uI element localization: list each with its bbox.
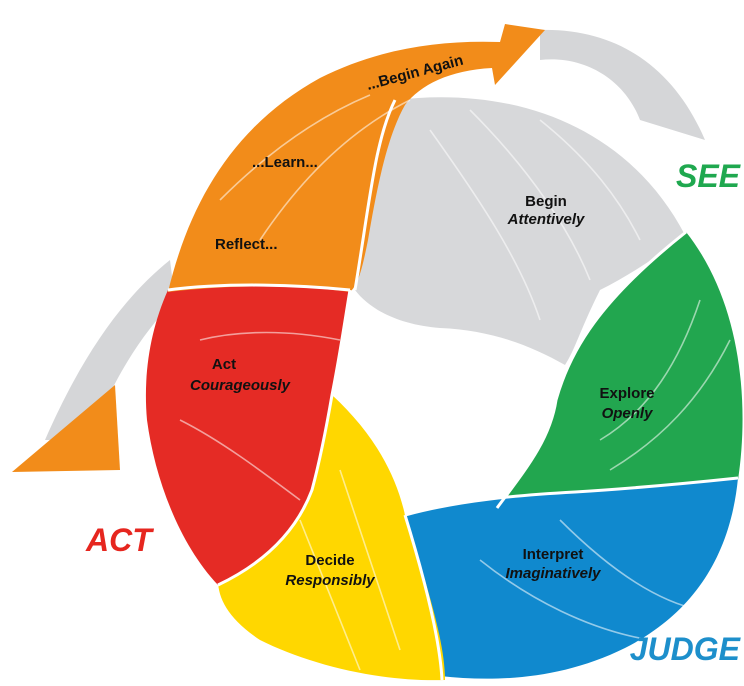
- decide-subtitle: Responsibly: [285, 572, 375, 589]
- left-arrow-head: [12, 385, 120, 472]
- separator-5: [495, 230, 687, 509]
- decorative-streaks: [179, 94, 731, 671]
- judge-phase-label: JUDGE: [630, 631, 742, 667]
- segment-explore-shape: [497, 232, 743, 508]
- segment-interpret-shape: [405, 478, 738, 679]
- separator-6: [353, 99, 397, 291]
- act-title: Act: [212, 356, 236, 373]
- reflect-label: Reflect...: [215, 236, 278, 253]
- begin-subtitle: Attentively: [507, 211, 585, 228]
- explore-subtitle: Openly: [602, 405, 654, 422]
- separator-4: [404, 476, 739, 517]
- learn-label: ...Learn...: [252, 154, 318, 171]
- separator-3: [403, 514, 444, 681]
- explore-title: Explore: [599, 385, 654, 402]
- act-subtitle: Courageously: [190, 377, 291, 394]
- separator-1: [167, 283, 351, 292]
- decide-title: Decide: [305, 552, 354, 569]
- separator-2: [217, 289, 352, 587]
- segment-decide-shape: [218, 395, 445, 681]
- gray-ribbon-top: [540, 29, 705, 141]
- segment-reflect-shape: [168, 24, 545, 292]
- segment-act-shape: [145, 285, 350, 585]
- gray-ribbon-left: [45, 260, 175, 440]
- begin-title: Begin: [525, 193, 567, 210]
- segment-begin-shape: [355, 97, 685, 365]
- see-phase-label: SEE: [676, 158, 742, 194]
- interpret-title: Interpret: [523, 546, 584, 563]
- act-phase-label: ACT: [85, 522, 154, 558]
- interpret-subtitle: Imaginatively: [505, 565, 601, 582]
